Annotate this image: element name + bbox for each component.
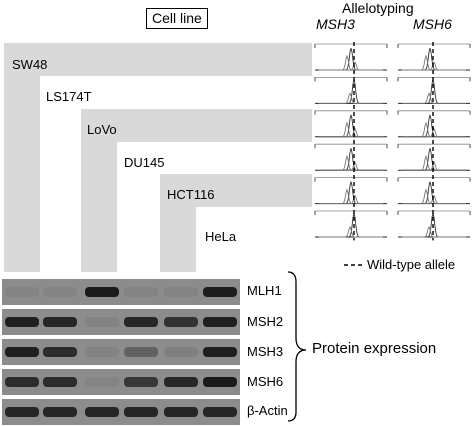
- allelotyping-peak: [319, 121, 383, 138]
- blot-band: [43, 317, 77, 327]
- allelotyping-peak: [402, 181, 466, 205]
- protein-label: MSH3: [247, 344, 284, 359]
- allelotyping-peak: [319, 188, 383, 205]
- blot-band: [124, 377, 158, 387]
- protein-label: β-Actin: [247, 403, 288, 418]
- protein-expression-bracket: [287, 271, 307, 422]
- blot-band: [203, 377, 237, 387]
- blot-band: [124, 317, 158, 327]
- blot-band: [164, 407, 198, 417]
- allelotyping-peak: [319, 212, 383, 238]
- cell-line-label: SW48: [12, 57, 48, 72]
- allelotyping-peak: [402, 114, 466, 138]
- allelotyping-peak: [402, 127, 466, 138]
- blot-band: [85, 377, 119, 387]
- blot-band: [43, 407, 77, 417]
- blot-band: [203, 287, 237, 297]
- western-blots: [2, 279, 240, 425]
- allelotyping-peak: [319, 181, 383, 205]
- allelotyping-title: Allelotyping: [342, 0, 414, 16]
- allelotyping-peak: [319, 148, 383, 171]
- gene-label-msh6: MSH6: [413, 16, 452, 32]
- allelotyping-peak: [402, 212, 466, 238]
- allelotyping-peak: [402, 148, 466, 171]
- blot-band: [203, 407, 237, 417]
- blot-band: [43, 287, 77, 297]
- allelotyping-peak: [319, 60, 383, 71]
- allelotyping-peak: [402, 47, 466, 71]
- blot-band: [5, 377, 39, 387]
- gene-label-msh3: MSH3: [316, 16, 355, 32]
- blot-band: [124, 347, 158, 357]
- protein-label: MSH2: [247, 314, 284, 329]
- cell-line-label: LoVo: [87, 122, 117, 137]
- blot-strip: [2, 309, 240, 335]
- blot-band: [85, 347, 119, 357]
- cell-line-label: DU145: [124, 155, 165, 170]
- blot-band: [203, 317, 237, 327]
- allelotyping-peak: [402, 60, 466, 71]
- blot-strip: [2, 399, 240, 425]
- allelotyping-peak: [402, 194, 466, 205]
- allelotyping-peak: [319, 47, 383, 71]
- blot-band: [164, 317, 198, 327]
- allelotyping-peak: [402, 161, 466, 171]
- cell-line-bands: [4, 43, 312, 272]
- blot-band: [43, 377, 77, 387]
- blot-strip: [2, 279, 240, 305]
- blot-band: [85, 317, 119, 327]
- allelotyping-peak: [319, 92, 383, 104]
- allelotyping-peak: [319, 154, 383, 171]
- allelotyping-peak: [402, 79, 466, 104]
- cell-line-label: LS174T: [46, 89, 92, 104]
- blot-band: [5, 287, 39, 297]
- blot-band: [43, 347, 77, 357]
- protein-label: MLH1: [247, 283, 282, 298]
- allelotyping-traces: [314, 42, 471, 266]
- blot-band: [85, 407, 119, 417]
- cell-line-band: [4, 43, 312, 76]
- allelotyping-peak: [319, 127, 383, 138]
- allelotyping-peak: [319, 79, 383, 104]
- cell-line-label: HeLa: [205, 229, 237, 244]
- curly-bracket: [287, 271, 307, 422]
- blot-band: [85, 287, 119, 297]
- cell-line-lane: [4, 43, 40, 272]
- blot-band: [124, 407, 158, 417]
- allelotyping-peak: [319, 225, 383, 238]
- protein-label: MSH6: [247, 374, 284, 389]
- blot-band: [124, 287, 158, 297]
- blot-band: [203, 347, 237, 357]
- cell-line-label: HCT116: [167, 187, 215, 202]
- blot-strip: [2, 339, 240, 365]
- blot-band: [164, 287, 198, 297]
- allelotyping-peak: [402, 225, 466, 238]
- blot-band: [164, 347, 198, 357]
- protein-expression-label: Protein expression: [312, 340, 437, 357]
- cell-line-band: [81, 109, 312, 142]
- blot-band: [5, 347, 39, 357]
- allelotyping-peak: [319, 54, 383, 71]
- blot-band: [5, 317, 39, 327]
- allelotyping-peak: [402, 92, 466, 104]
- allelotyping-peak: [319, 194, 383, 205]
- cell-line-lane: [81, 109, 117, 272]
- wild-type-legend-label: Wild-type allele: [367, 257, 456, 272]
- blot-band: [164, 377, 198, 387]
- blot-strip: [2, 369, 240, 395]
- allelotyping-peak: [319, 114, 383, 138]
- allelotyping-peak: [319, 161, 383, 171]
- cell-line-title: Cell line: [146, 8, 208, 29]
- blot-band: [5, 407, 39, 417]
- cell-line-lane: [160, 174, 196, 272]
